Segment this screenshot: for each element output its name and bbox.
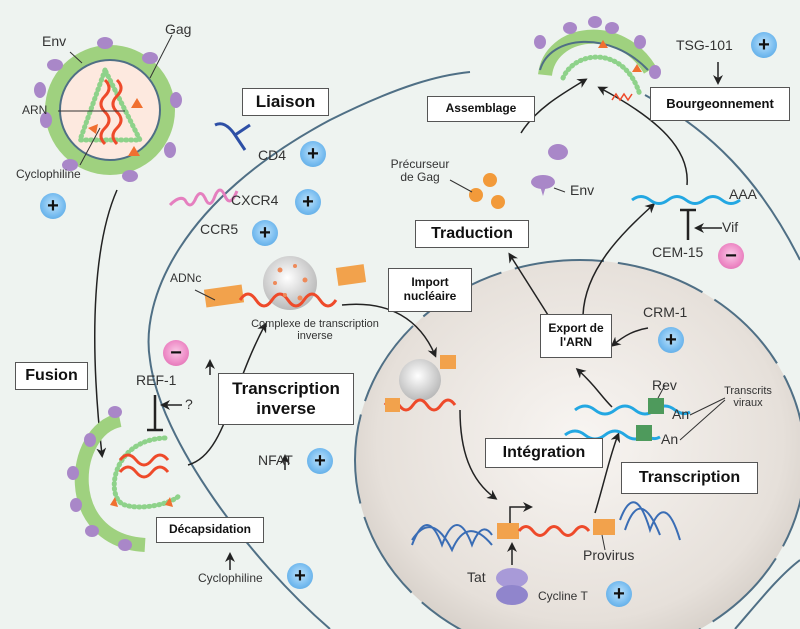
- step-import-nucleaire: Import nucléaire: [388, 268, 472, 312]
- label-rev: Rev: [652, 377, 677, 393]
- plus-badge-cd4: +: [300, 141, 326, 167]
- plus-badge-cxcr4: +: [295, 189, 321, 215]
- label-cyclophiline-decap: Cyclophiline: [198, 571, 263, 585]
- step-assemblage: Assemblage: [427, 96, 535, 122]
- label-ccr5: CCR5: [200, 221, 239, 237]
- label-ref1: REF-1: [136, 372, 177, 388]
- plus-badge-cycline-t: +: [606, 581, 632, 607]
- step-transcription: Transcription: [621, 462, 758, 494]
- ltr-left: [497, 523, 519, 539]
- label-cxcr4: CXCR4: [231, 192, 279, 208]
- ccr5-receptor: [168, 188, 239, 207]
- viral-transcript-1: [574, 404, 691, 416]
- label-question: ?: [185, 396, 193, 412]
- plus-badge-virion: +: [40, 193, 66, 219]
- cell-membrane-bottom-right: [734, 559, 800, 629]
- label-env-virion: Env: [42, 33, 67, 49]
- host-dna: [411, 501, 681, 548]
- cd4-receptor: [214, 122, 251, 151]
- label-nfat: NFAT: [258, 452, 293, 468]
- label-gag-virion: Gag: [165, 21, 192, 37]
- env-protein-cyto: [531, 144, 568, 196]
- label-crm1: CRM-1: [643, 304, 688, 320]
- step-traduction: Traduction: [415, 220, 529, 248]
- plus-badge-tsg101: +: [751, 32, 777, 58]
- label-arn-virion: ARN: [22, 103, 48, 117]
- label-vif: Vif: [722, 219, 739, 235]
- ltr-right: [593, 519, 615, 535]
- provirus: [517, 525, 591, 537]
- label-aaa: AAA: [729, 186, 758, 202]
- label-provirus: Provirus: [583, 547, 635, 563]
- fusing-virion: [67, 406, 183, 552]
- rev-protein-1: [648, 398, 664, 414]
- cytoplasmic-rna: [631, 195, 741, 205]
- label-an1: An: [672, 406, 690, 422]
- label-an2: An: [661, 431, 679, 447]
- virion: [34, 37, 182, 182]
- label-transcrits-viraux: Transcrits viraux: [724, 385, 772, 410]
- step-bourgeonnement: Bourgeonnement: [650, 87, 790, 121]
- step-liaison: Liaison: [242, 88, 329, 116]
- gag-precursor: [469, 173, 505, 209]
- label-cycline-t: Cycline T: [538, 589, 588, 603]
- budding-virion: [534, 16, 661, 102]
- plus-badge-ccr5: +: [252, 220, 278, 246]
- label-env-cyto: Env: [570, 182, 595, 198]
- label-cyclophiline-virion: Cyclophiline: [16, 167, 81, 181]
- plus-badge-cyclophiline: +: [287, 563, 313, 589]
- plus-badge-crm1: +: [658, 327, 684, 353]
- label-cem15: CEM-15: [652, 244, 704, 260]
- label-tat: Tat: [467, 569, 486, 585]
- plus-badge-nfat: +: [307, 448, 333, 474]
- step-integration: Intégration: [485, 438, 603, 468]
- step-decapsidation: Décapsidation: [156, 517, 264, 543]
- label-precurseur-gag: Précurseur de Gag: [390, 157, 450, 185]
- step-transcription-inverse: Transcription inverse: [218, 373, 354, 425]
- step-export-arn: Export de l'ARN: [540, 314, 612, 358]
- label-complexe-rt: Complexe de transcription inverse: [251, 318, 379, 343]
- rev-protein-2: [636, 425, 652, 441]
- minus-badge-ref1: −: [163, 340, 189, 366]
- cell-membrane: [147, 71, 471, 629]
- minus-badge-cem15: −: [718, 243, 744, 269]
- label-tsg101: TSG-101: [676, 37, 733, 53]
- label-adnc: ADNc: [170, 271, 202, 285]
- label-cd4: CD4: [258, 147, 287, 163]
- step-fusion: Fusion: [15, 362, 88, 390]
